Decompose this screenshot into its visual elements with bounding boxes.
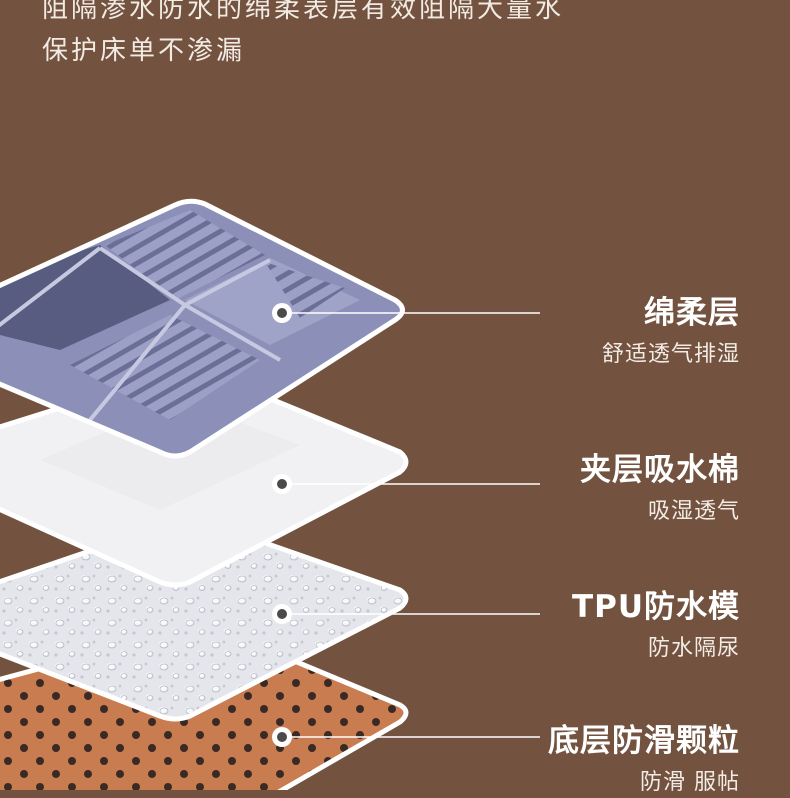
layer-desc: 吸湿透气: [647, 499, 740, 524]
connector-absorbent: [272, 474, 540, 494]
label-cotton-layer: 绵柔层 舒适透气排湿: [602, 294, 740, 370]
connector-bottom: [272, 727, 540, 747]
layer-desc: 防水隔尿: [647, 636, 740, 661]
intro-text: 阻隔渗水防水的绵柔表层有效阻隔大量水 保护床单不渗漏: [42, 0, 564, 72]
layer-name: 底层防滑颗粒: [548, 723, 740, 759]
label-absorbent-layer: 夹层吸水棉 吸湿透气: [580, 451, 740, 527]
label-tpu-layer: TPU防水模 防水隔尿: [572, 588, 740, 664]
connector-tpu: [272, 604, 540, 624]
layer-name: TPU防水模: [571, 589, 740, 625]
label-bottom-layer: 底层防滑颗粒 防滑 服帖: [548, 722, 740, 798]
layer-desc: 舒适透气排湿: [601, 342, 740, 367]
intro-line-2: 保护床单不渗漏: [42, 36, 246, 66]
connector-cotton: [272, 303, 540, 323]
layer-name: 绵柔层: [644, 295, 740, 331]
intro-line-1: 阻隔渗水防水的绵柔表层有效阻隔大量水: [42, 0, 565, 24]
layer-name: 夹层吸水棉: [580, 452, 740, 488]
layer-desc: 防滑 服帖: [640, 770, 740, 795]
